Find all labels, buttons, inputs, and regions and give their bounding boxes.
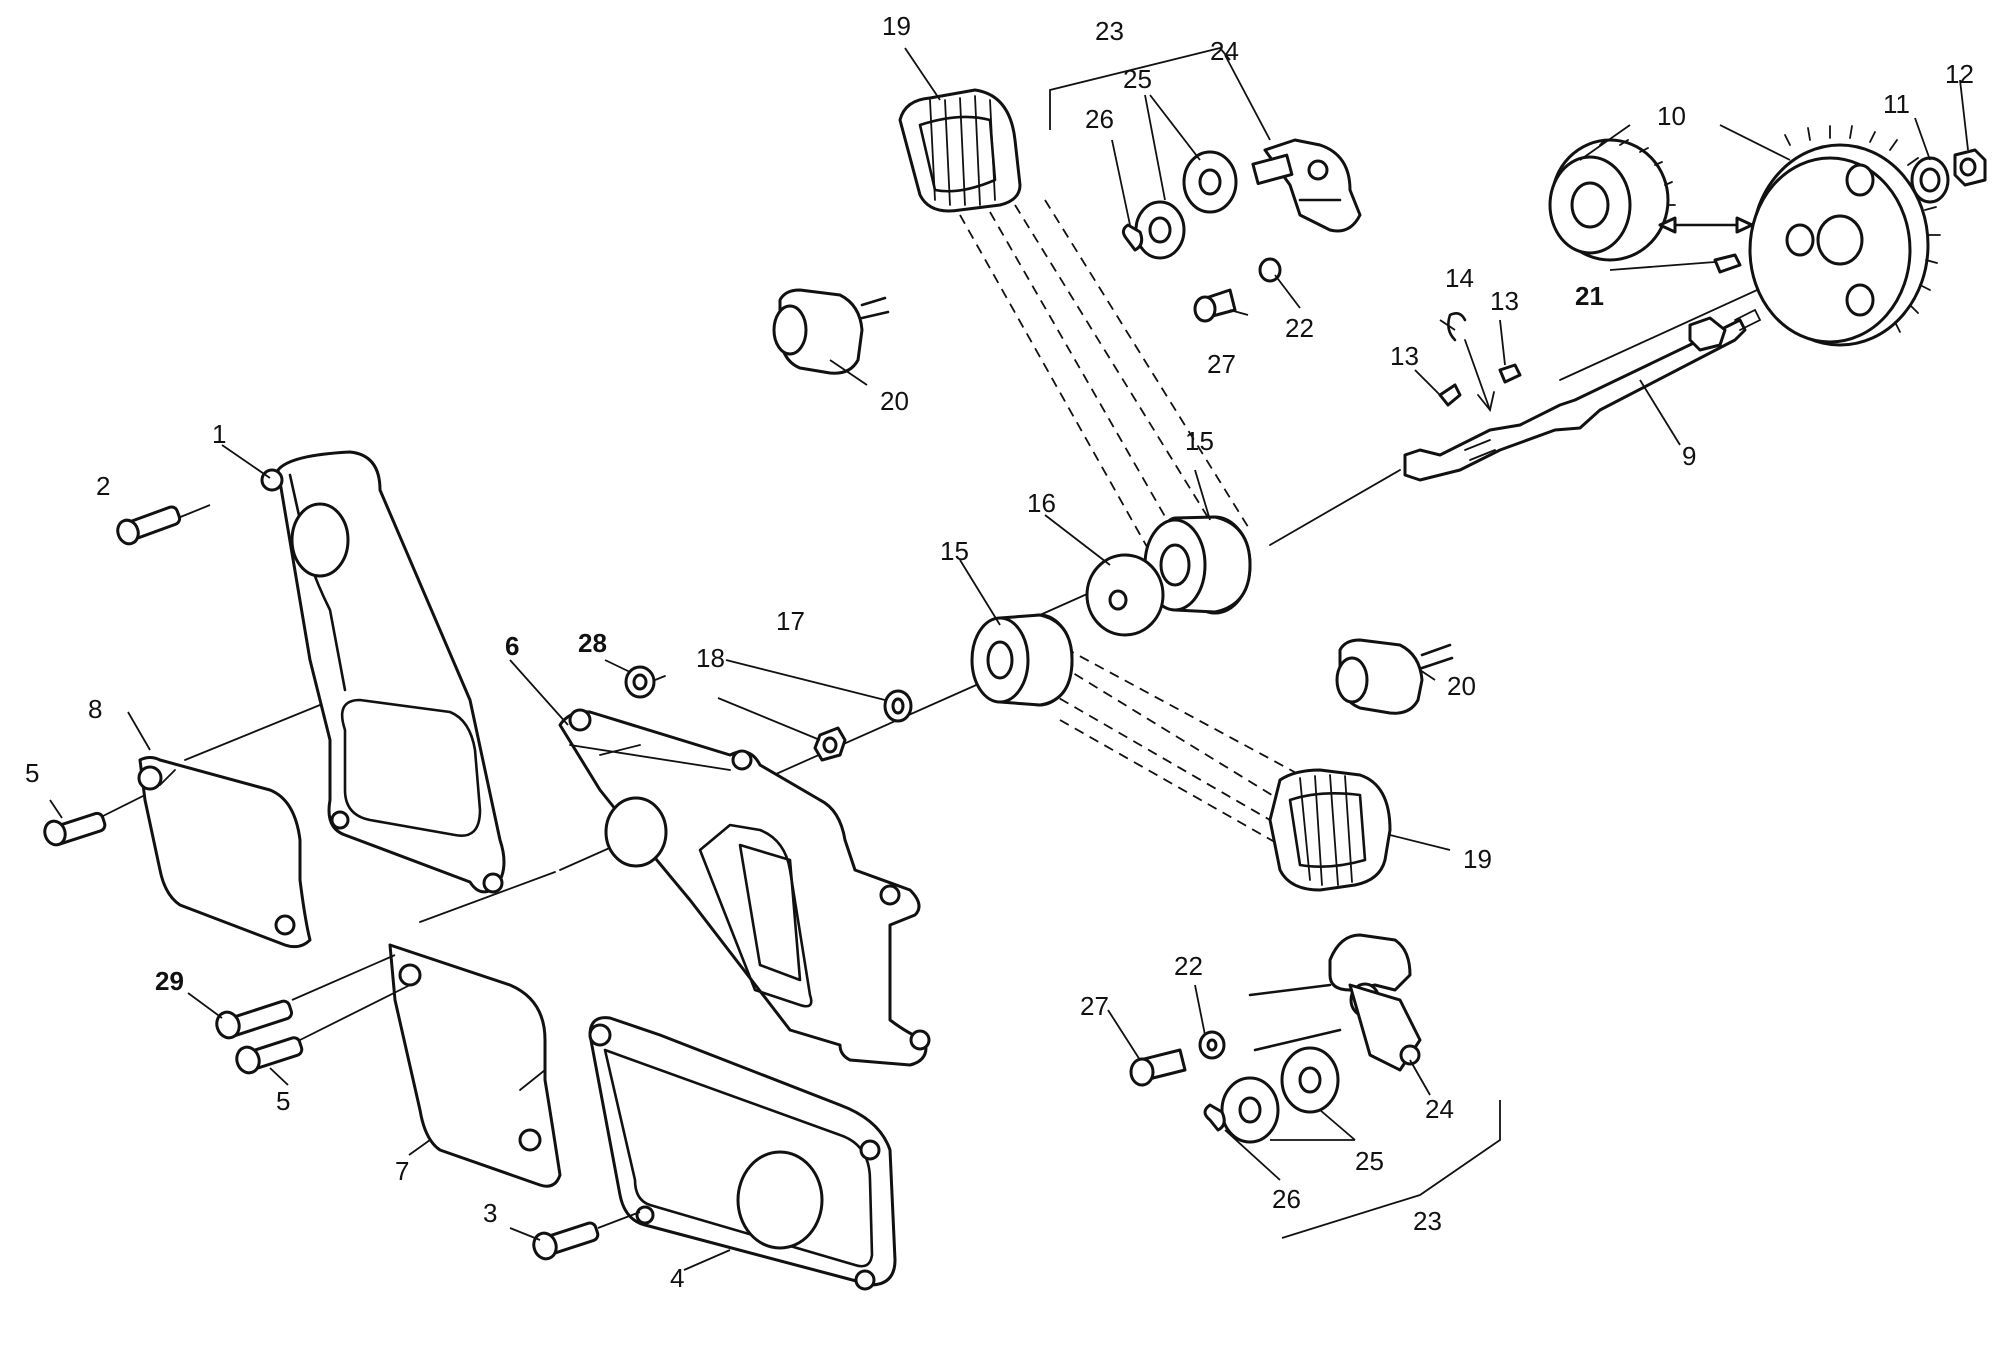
label-24-top: 24 [1210,36,1239,66]
tensioner-20-top [772,288,890,375]
label-15-rear: 15 [1185,426,1214,456]
label-8: 8 [88,694,102,724]
washer-28 [624,665,656,699]
screw-5-lower [235,1036,304,1075]
leader-5-lower-axis [299,984,411,1041]
gear-mesh-arrow-left-head [1658,216,1677,234]
label-19-top: 19 [882,11,911,41]
label-23-bottom: 23 [1413,1206,1442,1236]
label-23-top: 23 [1095,16,1124,46]
shaft-9 [1403,308,1762,482]
bearing-bottom-bracket [1281,1100,1501,1239]
gear-10-small [1548,138,1676,262]
gear-mesh-arrow-right-head [1735,216,1754,234]
label-3: 3 [483,1198,497,1228]
circlip-14 [1447,312,1467,342]
screw-5-left [43,811,107,847]
callout-labels: 1 2 3 4 5 5 6 7 8 9 10 11 12 13 13 14 15… [25,11,1974,1293]
label-26-top: 26 [1085,104,1114,134]
leader-29-axis [291,954,396,1001]
label-2: 2 [96,471,110,501]
washer-11 [1910,156,1950,204]
key-21 [1713,253,1742,274]
label-16: 16 [1027,488,1056,518]
label-29: 29 [155,966,184,996]
label-11: 11 [1883,89,1910,119]
key-13-a [1438,383,1462,407]
belt-19-bottom [1268,768,1392,892]
gear-10-large [1748,125,1941,347]
label-24-bottom: 24 [1425,1094,1454,1124]
label-25-top: 25 [1123,64,1152,94]
label-27-bottom: 27 [1080,991,1109,1021]
label-13-b: 13 [1490,286,1519,316]
label-15-front: 15 [940,536,969,566]
assembly-axis-line [419,274,1791,923]
washer-16 [1085,553,1165,637]
tensioner-20-right [1335,638,1454,715]
label-28: 28 [578,628,607,658]
belt-guide-dashes [959,199,1301,846]
label-17: 17 [776,606,805,636]
part-6-inner-frame [558,708,931,1067]
bearing-assembly-bottom [1129,933,1422,1144]
label-18: 18 [696,643,725,673]
label-20-top: 20 [880,386,909,416]
label-25-bottom: 25 [1355,1146,1384,1176]
label-5-left: 5 [25,758,39,788]
label-26-bottom: 26 [1272,1184,1301,1214]
label-27-top: 27 [1207,349,1236,379]
nut-18 [813,726,847,762]
washer-28-axis [654,675,666,681]
key-13-pointer [1464,339,1491,411]
label-22-top: 22 [1285,313,1314,343]
label-5-lower: 5 [276,1086,290,1116]
screw-29 [215,999,294,1040]
leader-lines [49,47,1969,1271]
label-1: 1 [212,419,226,449]
part-1-rear-cover [260,450,506,894]
washer-17 [883,689,913,723]
key-13-b [1498,363,1522,384]
part-7-cover-plate [388,943,562,1188]
label-12: 12 [1945,59,1974,89]
label-7: 7 [395,1156,409,1186]
label-19-bottom: 19 [1463,844,1492,874]
label-9: 9 [1682,441,1696,471]
label-14: 14 [1445,263,1474,293]
label-13-a: 13 [1390,341,1419,371]
key-13-arrow [1477,391,1495,413]
part-4-outer-cover [588,1016,897,1291]
label-20-right: 20 [1447,671,1476,701]
nut-12 [1953,148,1987,187]
pulley-15-front [970,613,1074,707]
screw-2 [116,505,182,546]
leader-5-left [102,794,146,817]
label-4: 4 [670,1263,684,1293]
leader-3-axis [597,1211,641,1229]
label-21: 21 [1575,281,1604,311]
part-8-small-cover [137,756,312,949]
bearing-top-bracket [1049,46,1231,130]
screw-3 [532,1221,600,1261]
label-6: 6 [505,631,519,661]
leader-2 [177,504,211,519]
label-10: 10 [1657,101,1686,131]
leader-8-cover [184,704,321,761]
label-22-bottom: 22 [1174,951,1203,981]
belt-19-top [898,88,1022,213]
